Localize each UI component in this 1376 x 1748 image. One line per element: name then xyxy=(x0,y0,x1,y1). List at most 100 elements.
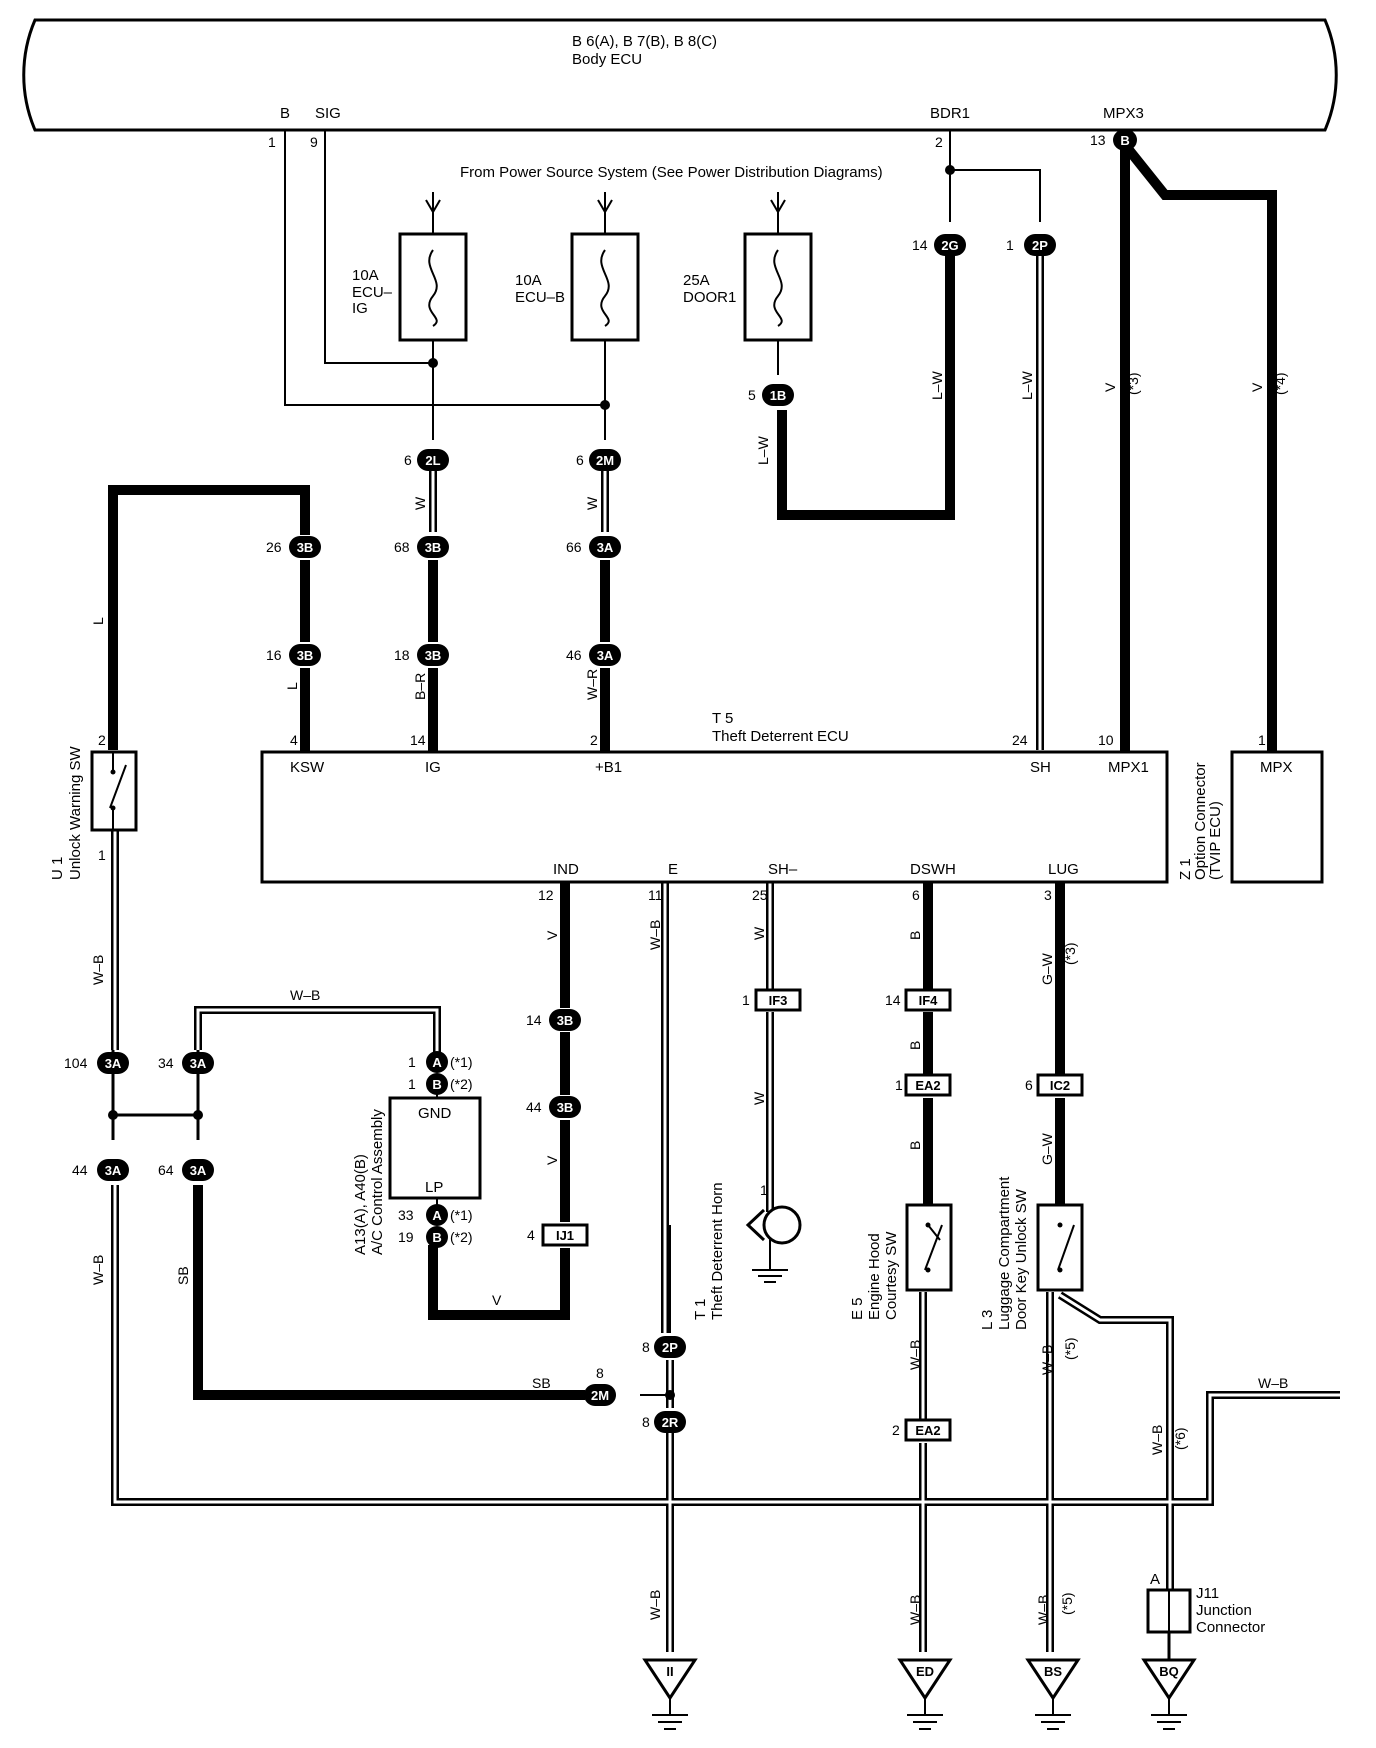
svg-text:IG: IG xyxy=(425,759,441,776)
svg-text:EA2: EA2 xyxy=(915,1423,940,1438)
svg-text:3B: 3B xyxy=(297,648,314,663)
svg-text:Door Key Unlock SW: Door Key Unlock SW xyxy=(1013,1188,1030,1330)
svg-text:B: B xyxy=(1120,133,1129,148)
svg-text:1: 1 xyxy=(895,1077,903,1093)
fuses: 10A ECU– IG 10A ECU–B 25A DOOR1 xyxy=(352,193,813,342)
svg-text:8: 8 xyxy=(596,1365,604,1381)
svg-text:W–B: W–B xyxy=(1039,1345,1055,1375)
svg-text:(*1): (*1) xyxy=(450,1054,473,1070)
svg-text:1: 1 xyxy=(1258,732,1266,748)
svg-text:1: 1 xyxy=(98,847,106,863)
svg-text:(*4): (*4) xyxy=(1272,372,1288,395)
svg-text:1: 1 xyxy=(1006,237,1014,253)
svg-text:KSW: KSW xyxy=(290,759,325,776)
svg-text:68: 68 xyxy=(394,539,410,555)
svg-text:25A: 25A xyxy=(683,272,710,289)
term-bdr1: BDR1 xyxy=(930,105,970,122)
svg-text:(*1): (*1) xyxy=(450,1207,473,1223)
svg-text:10A: 10A xyxy=(515,272,542,289)
svg-text:2: 2 xyxy=(935,134,943,150)
svg-text:(*6): (*6) xyxy=(1172,1427,1188,1450)
svg-text:J11: J11 xyxy=(1196,1585,1219,1602)
svg-text:IC2: IC2 xyxy=(1050,1078,1070,1093)
svg-text:13: 13 xyxy=(1090,132,1106,148)
svg-text:W–B: W–B xyxy=(90,1255,106,1285)
svg-text:W: W xyxy=(751,926,767,940)
svg-text:6: 6 xyxy=(576,452,584,468)
svg-text:2: 2 xyxy=(98,732,106,748)
svg-text:W: W xyxy=(584,496,600,510)
svg-text:(*2): (*2) xyxy=(450,1076,473,1092)
svg-text:Connector: Connector xyxy=(1196,1619,1265,1636)
svg-text:IJ1: IJ1 xyxy=(556,1228,574,1243)
junction-connector: A J11 Junction Connector xyxy=(1146,1571,1265,1660)
ground-ed: ED xyxy=(897,1658,953,1730)
svg-text:L–W: L–W xyxy=(755,435,771,465)
svg-text:W–B: W–B xyxy=(1258,1375,1288,1391)
svg-text:V: V xyxy=(544,930,560,940)
svg-text:Unlock Warning SW: Unlock Warning SW xyxy=(67,746,84,880)
svg-text:W–B: W–B xyxy=(290,987,320,1003)
svg-text:BQ: BQ xyxy=(1159,1664,1179,1679)
svg-text:ECU–B: ECU–B xyxy=(515,289,565,306)
svg-text:DSWH: DSWH xyxy=(910,861,956,878)
svg-text:BS: BS xyxy=(1044,1664,1062,1679)
svg-text:ED: ED xyxy=(916,1664,934,1679)
svg-text:T 5: T 5 xyxy=(712,710,733,727)
svg-text:26: 26 xyxy=(266,539,282,555)
svg-text:U 1: U 1 xyxy=(49,857,66,880)
svg-text:3B: 3B xyxy=(425,648,442,663)
svg-text:B: B xyxy=(907,1041,923,1050)
svg-text:1: 1 xyxy=(408,1076,416,1092)
svg-text:IND: IND xyxy=(553,861,579,878)
svg-text:(*2): (*2) xyxy=(450,1229,473,1245)
svg-text:B: B xyxy=(907,931,923,940)
connector-ovals: B 2G 2P 1B 2L 2M 3B 3B 3A 3B 3B 3A 3B 3B… xyxy=(97,129,1137,1433)
svg-text:(*3): (*3) xyxy=(1125,372,1141,395)
thick-wires xyxy=(108,141,1277,1400)
svg-text:G–W: G–W xyxy=(1039,952,1055,985)
grounds: II ED BS BQ xyxy=(642,1658,1197,1730)
svg-text:5: 5 xyxy=(748,387,756,403)
svg-text:3A: 3A xyxy=(105,1163,122,1178)
svg-text:V: V xyxy=(544,1155,560,1165)
svg-text:A/C Control Assembly: A/C Control Assembly xyxy=(369,1109,386,1255)
svg-text:DOOR1: DOOR1 xyxy=(683,289,736,306)
fuse-door1: 25A DOOR1 xyxy=(683,232,813,342)
svg-text:8: 8 xyxy=(642,1414,650,1430)
power-source-note: From Power Source System (See Power Dist… xyxy=(460,164,883,181)
svg-text:Engine Hood: Engine Hood xyxy=(866,1233,883,1320)
svg-text:1: 1 xyxy=(268,134,276,150)
svg-text:14: 14 xyxy=(526,1012,542,1028)
svg-text:44: 44 xyxy=(72,1162,88,1178)
svg-text:+B1: +B1 xyxy=(595,759,622,776)
svg-text:(TVIP ECU): (TVIP ECU) xyxy=(1207,801,1224,880)
svg-text:6: 6 xyxy=(912,887,920,903)
svg-text:B–R: B–R xyxy=(412,673,428,700)
ground-bq: BQ xyxy=(1141,1658,1197,1730)
wire-color-labels: L–W L–W L–W V V W W L L B–R W–R W–B W–B … xyxy=(90,370,1288,1625)
svg-text:24: 24 xyxy=(1012,732,1028,748)
svg-text:2P: 2P xyxy=(662,1340,678,1355)
svg-text:L–W: L–W xyxy=(1019,370,1035,400)
term-b: B xyxy=(280,105,290,122)
svg-text:B: B xyxy=(907,1141,923,1150)
svg-text:104: 104 xyxy=(64,1055,88,1071)
svg-text:L 3: L 3 xyxy=(979,1310,996,1330)
svg-text:1: 1 xyxy=(760,1182,768,1198)
svg-text:46: 46 xyxy=(566,647,582,663)
option-connector: MPX Z 1 Option Connector (TVIP ECU) xyxy=(1177,750,1324,884)
engine-hood-sw: E 5 Engine Hood Courtesy SW xyxy=(849,1203,953,1320)
svg-text:W: W xyxy=(412,496,428,510)
svg-text:Option Connector: Option Connector xyxy=(1192,762,1209,880)
svg-text:3A: 3A xyxy=(190,1163,207,1178)
svg-text:2L: 2L xyxy=(425,453,440,468)
svg-text:10: 10 xyxy=(1098,732,1114,748)
body-ecu-codes: B 6(A), B 7(B), B 8(C) xyxy=(572,33,717,50)
svg-text:34: 34 xyxy=(158,1055,174,1071)
svg-text:6: 6 xyxy=(1025,1077,1033,1093)
svg-text:3A: 3A xyxy=(190,1056,207,1071)
svg-text:II: II xyxy=(666,1664,673,1679)
svg-text:9: 9 xyxy=(310,134,318,150)
